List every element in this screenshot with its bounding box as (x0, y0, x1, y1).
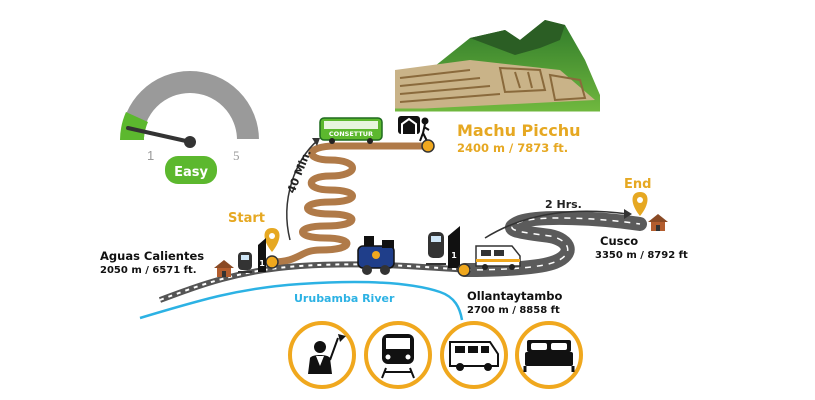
bus-duration-label: 40 Min. (285, 148, 314, 195)
gauge-level-segment (120, 112, 148, 140)
ollantaytambo-elevation: 2700 m / 8858 ft (467, 305, 560, 316)
services-row (288, 321, 583, 389)
van-duration-arrow: 2 Hrs. (484, 198, 632, 239)
service-train (364, 321, 432, 389)
zigzag-road (268, 142, 432, 266)
site-entrance (398, 116, 435, 153)
gauge-arc (118, 69, 262, 141)
bus-label: CONSETTUR (329, 130, 373, 138)
end-marker-label: End (624, 177, 651, 192)
service-hotel (515, 321, 583, 389)
train-icon (381, 334, 415, 379)
guide-icon (308, 334, 346, 374)
gauge-min-label: 1 (147, 148, 154, 163)
start-place-name: Aguas Calientes (100, 249, 204, 263)
steam-train-icon (357, 236, 395, 275)
end-pin-icon (632, 192, 648, 216)
machu-picchu-illustration (395, 20, 600, 112)
river-label: Urubamba River (294, 292, 395, 305)
start-point: Start 1 (214, 211, 280, 277)
start-pin-icon (264, 228, 280, 252)
difficulty-level-label: Easy (174, 165, 208, 180)
service-van (440, 321, 508, 389)
destination-elevation: 2400 m / 7873 ft. (457, 141, 568, 155)
end-elevation: 3350 m / 8792 ft (595, 250, 688, 261)
ollanta-station-number: 1 (451, 251, 457, 260)
difficulty-gauge: 1 5 Easy (118, 69, 262, 184)
urubamba-river: Urubamba River (139, 280, 464, 321)
aguas-house-icon (214, 260, 234, 277)
end-point: End (624, 177, 668, 231)
gauge-max-label: 5 (233, 148, 240, 163)
ollantaytambo-station: 1 (426, 226, 471, 277)
ollantaytambo-name: Ollantaytambo (467, 289, 562, 303)
start-elevation: 2050 m / 6571 ft. (100, 265, 197, 276)
end-place-name: Cusco (600, 234, 638, 248)
aguas-train-icon (238, 252, 252, 273)
van-icon (449, 341, 499, 371)
cusco-house-icon (648, 214, 668, 231)
gate-icon (398, 116, 420, 134)
gauge-needle (126, 126, 188, 143)
destination-name: Machu Picchu (457, 121, 581, 140)
railway (158, 261, 471, 303)
ollanta-train-icon (426, 232, 446, 265)
aguas-station-number: 1 (259, 259, 265, 268)
gauge-pivot (184, 136, 196, 148)
van-duration-label: 2 Hrs. (545, 198, 582, 211)
difficulty-badge (165, 156, 217, 184)
hotel-bed-icon (523, 340, 575, 372)
service-guide (288, 321, 356, 389)
highway (458, 210, 647, 277)
consettur-bus: CONSETTUR (319, 117, 383, 144)
hiker-icon (419, 117, 430, 142)
machu-picchu-point (421, 139, 435, 153)
tourist-van (475, 245, 521, 270)
start-marker-label: Start (228, 211, 265, 226)
